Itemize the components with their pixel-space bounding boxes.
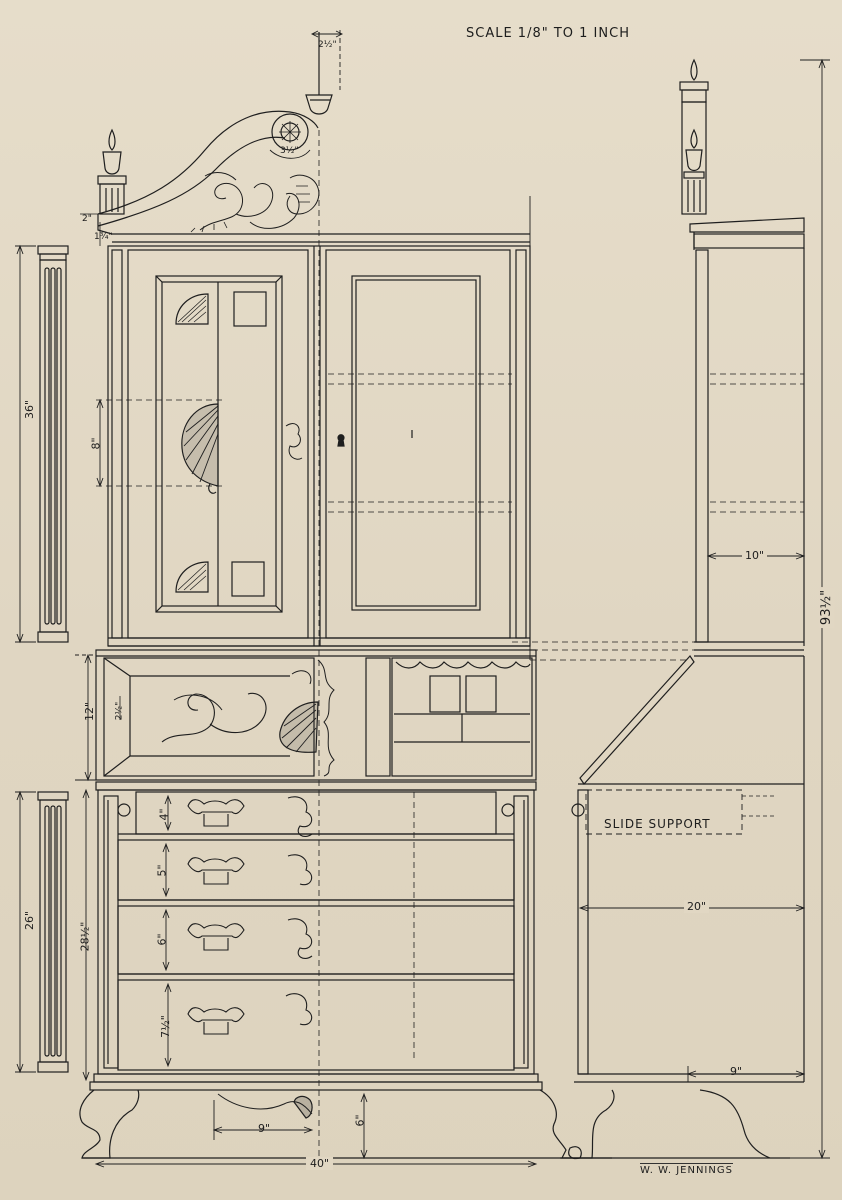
dim-drawer-2: 5" bbox=[155, 864, 169, 877]
dim-rosette: 3½" bbox=[280, 146, 299, 156]
hidden-lines-upper bbox=[96, 130, 696, 1160]
scale-note: SCALE 1/8" TO 1 INCH bbox=[466, 26, 630, 41]
dim-drawer-4: 7½" bbox=[158, 1015, 172, 1038]
dim-apron: 9" bbox=[258, 1122, 271, 1135]
pilaster-lower-detail bbox=[37, 791, 69, 1073]
dim-finial-width: 2½" bbox=[318, 40, 337, 50]
desk-section bbox=[95, 649, 537, 781]
drawer-pulls bbox=[187, 796, 313, 1035]
dim-overall-width: 40" bbox=[306, 1157, 334, 1170]
pilaster-upper-detail bbox=[37, 245, 69, 643]
side-finial bbox=[679, 58, 709, 215]
dim-overall-height: 93½" bbox=[819, 586, 835, 629]
left-door bbox=[127, 249, 309, 639]
bracket-feet bbox=[79, 1089, 615, 1159]
dim-shell-panel: 8" bbox=[89, 437, 103, 450]
dim-cornice-2: 2" bbox=[82, 214, 92, 224]
dim-lid-edge: 2½" bbox=[114, 701, 125, 721]
pediment-carving bbox=[190, 172, 320, 233]
dim-pilaster-lower: 26" bbox=[23, 910, 37, 931]
dim-foot-height: 6" bbox=[353, 1114, 367, 1127]
dim-drawer-3: 6" bbox=[155, 933, 169, 946]
dim-cornice-1-3-4: 1¾" bbox=[94, 232, 113, 242]
finial-left bbox=[97, 128, 127, 215]
swan-neck-pediment bbox=[97, 110, 319, 235]
lower-case bbox=[89, 781, 543, 1091]
dim-lower-depth: 20" bbox=[684, 900, 710, 913]
dim-lower-case: 28½" bbox=[78, 921, 92, 952]
dimension-lines-left bbox=[15, 244, 96, 1082]
signature: W. W. JENNINGS bbox=[640, 1163, 733, 1176]
shell-dimension bbox=[96, 398, 104, 488]
finial-center bbox=[305, 32, 333, 115]
side-lower-case bbox=[560, 655, 805, 1160]
drawer-dimension-lines bbox=[162, 794, 172, 1068]
dim-desk-section: 12" bbox=[83, 701, 97, 722]
dim-foot-depth: 9" bbox=[730, 1065, 743, 1078]
right-door bbox=[325, 249, 511, 639]
dim-upper-depth: 10" bbox=[742, 549, 768, 562]
upper-case-cornice bbox=[112, 233, 530, 243]
side-dimension-lines bbox=[529, 58, 830, 1160]
slide-support-label: SLIDE SUPPORT bbox=[604, 817, 711, 831]
dim-pilaster-upper: 36" bbox=[23, 399, 37, 420]
dim-drawer-1: 4" bbox=[157, 808, 171, 821]
side-upper-case bbox=[689, 217, 805, 651]
